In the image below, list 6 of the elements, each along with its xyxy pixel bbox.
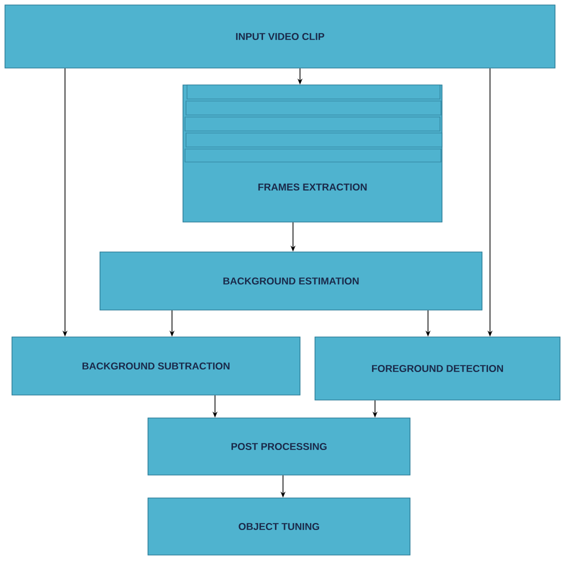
process-box: POST PROCESSING — [148, 418, 410, 476]
process-box: FOREGROUND DETECTION — [314, 336, 560, 400]
process-box: BACKGROUND SUBTRACTION — [12, 336, 300, 396]
process-box: OBJECT TUNING — [148, 498, 410, 556]
process-box: INPUT VIDEO CLIP — [4, 4, 556, 68]
process-box: BACKGROUND ESTIMATION — [100, 252, 482, 310]
